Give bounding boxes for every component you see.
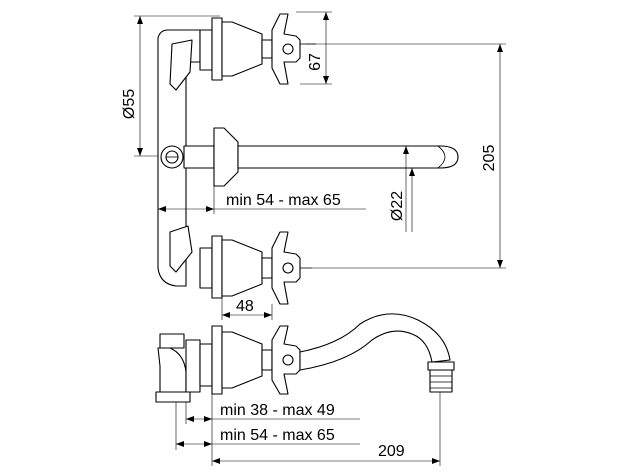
dimension-lines	[134, 11, 506, 466]
upper-handle-button	[282, 43, 294, 55]
dim-handle-height: 67	[307, 53, 324, 71]
dim-spout-adjust-range: min 54 - max 65	[226, 192, 341, 209]
side-valve-bonnet	[221, 331, 263, 389]
lower-handle-button	[282, 262, 294, 274]
side-elbow	[157, 347, 187, 393]
lower-stem	[261, 257, 273, 279]
lower-valve-nut	[199, 247, 213, 289]
dimension-labels: 67 Ø55 205 Ø22 min 54 - max 65 48 min 38…	[121, 53, 498, 460]
dim-valve-adjust-range: min 38 - max 49	[220, 402, 335, 419]
side-base-plate	[155, 391, 191, 403]
side-valve-ring	[211, 325, 223, 395]
side-stem	[261, 349, 273, 371]
spout-flange	[213, 127, 239, 187]
spout-tip	[437, 145, 446, 169]
upper-connector	[169, 39, 193, 91]
dim-lower-adjust-range: min 54 - max 65	[220, 427, 335, 444]
spout-nut	[183, 145, 215, 169]
aerator	[429, 369, 453, 393]
lower-valve-ring	[211, 235, 223, 299]
upper-valve-nut	[199, 29, 213, 71]
side-handle-button	[282, 354, 294, 366]
upper-valve-bonnet	[221, 21, 263, 77]
dim-wall-plate-diameter: Ø55	[121, 89, 138, 119]
dim-spout-projection: 209	[378, 443, 405, 460]
lower-connector	[169, 225, 193, 273]
top-view	[157, 13, 459, 305]
upper-valve-ring	[211, 17, 223, 81]
side-wall-cap	[159, 333, 185, 349]
spout-tube	[237, 145, 459, 169]
side-valve-nut	[199, 343, 213, 387]
dim-handle-offset: 48	[236, 298, 254, 315]
swan-neck-spout	[299, 313, 451, 371]
aerator-collar	[427, 361, 455, 371]
upper-stem	[261, 39, 273, 59]
dim-spout-diameter: Ø22	[389, 191, 406, 221]
side-valve-body	[185, 339, 201, 393]
dim-overall-height: 205	[481, 145, 498, 172]
side-view	[155, 313, 455, 403]
lower-valve-bonnet	[221, 239, 263, 297]
